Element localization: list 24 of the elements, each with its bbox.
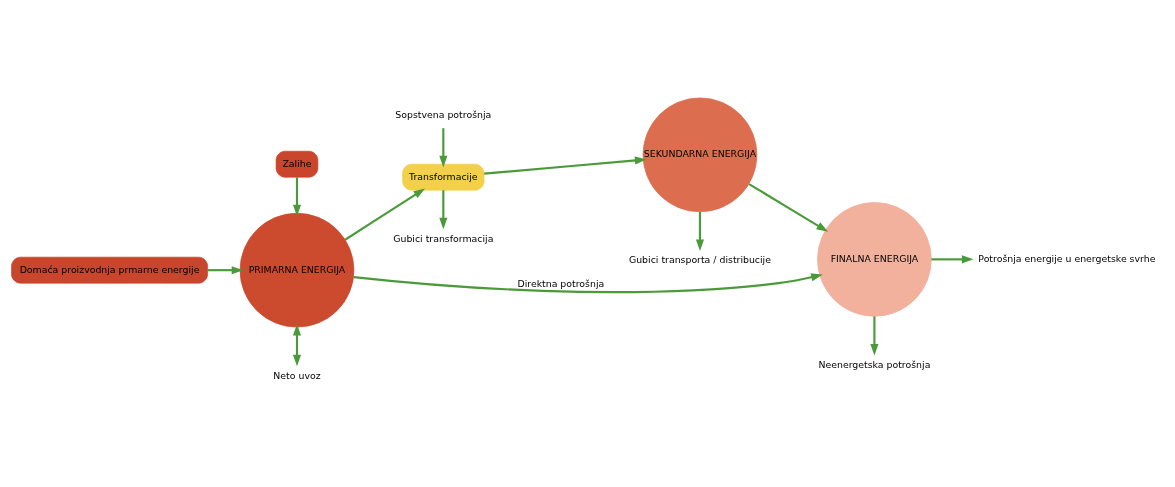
arrow [292, 323, 302, 367]
node-box: Domaća proizvodnja prmarne energije [11, 256, 208, 284]
node-text: Neto uvoz [273, 369, 321, 381]
arrow [207, 266, 244, 275]
arrow [353, 273, 823, 294]
arrow [870, 316, 879, 356]
edge-label: Direktna potrošnja [517, 278, 605, 290]
node-box: Transformacije [402, 163, 485, 191]
node-circle: SEKUNDARNA ENERGIJA [642, 97, 758, 213]
arrow [748, 183, 829, 232]
arrow [484, 156, 647, 175]
node-text: Neenergetska potrošnja [818, 358, 931, 370]
node-text: Gubici transformacija [393, 232, 494, 244]
node-box: Zalihe [275, 150, 319, 178]
node-text: Potrošnja energije u energetske svrhe [978, 252, 1156, 264]
arrow [439, 190, 448, 230]
node-text: Sopstvena potrošnja [395, 108, 492, 120]
arrow [931, 255, 974, 264]
arrow [439, 128, 448, 168]
node-circle: PRIMARNA ENERGIJA [239, 212, 355, 328]
node-text: Gubici transporta / distribucije [628, 254, 771, 266]
arrow [292, 177, 302, 217]
arrow [695, 211, 704, 252]
arrow [344, 188, 426, 241]
